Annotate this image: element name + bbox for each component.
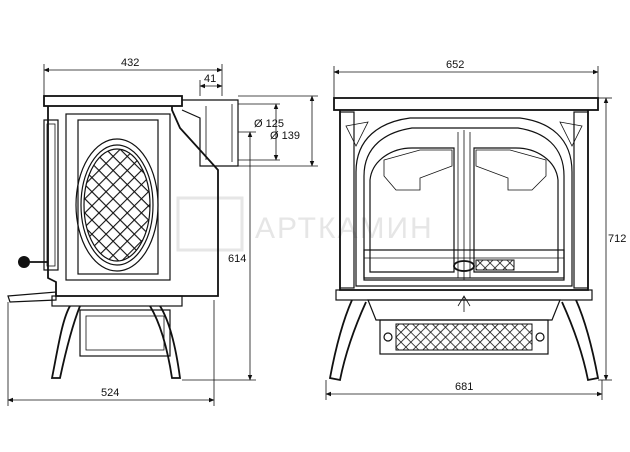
front-emblem-icon [457, 295, 471, 312]
door-handle-icon[interactable] [453, 260, 475, 272]
front-view: 652 712 681 [325, 59, 626, 400]
side-panel-frame [65, 113, 171, 281]
front-ash-knob-left [383, 332, 393, 342]
side-view: 432 41 Ø 125 Ø 139 614 524 [7, 57, 318, 406]
front-leg-left [328, 299, 367, 382]
side-door-edge-inner [46, 123, 56, 267]
front-top-plate [333, 97, 599, 111]
watermark: АРТКАМИН [176, 196, 434, 252]
dim-432-label: 432 [121, 57, 139, 69]
dim-652-label: 652 [446, 59, 464, 71]
side-oval-lattice [83, 148, 151, 262]
dim-139-label: Ø 139 [270, 130, 300, 142]
dim-125-label: Ø 125 [254, 118, 284, 130]
side-leg-rear [149, 305, 182, 379]
side-oval-ring [80, 144, 154, 266]
front-post-right [573, 111, 589, 289]
front-ornament-left [345, 121, 369, 147]
dim-712-label: 712 [608, 233, 626, 245]
front-ornament-right [559, 121, 583, 147]
side-door-edge [43, 119, 59, 271]
front-ash-knob-right [535, 332, 545, 342]
front-glass-deco-right [475, 149, 547, 191]
front-glass-left [369, 147, 455, 273]
side-leg-front [50, 305, 81, 379]
side-base-band [51, 295, 183, 307]
side-ash-box [79, 309, 171, 357]
front-ash-drawer-lattice [395, 323, 533, 351]
dim-681-label: 681 [455, 381, 473, 393]
front-door-arch-inner [363, 127, 565, 281]
front-post-left [339, 111, 355, 289]
watermark-logo [176, 196, 244, 252]
side-ash-box-inner [85, 315, 165, 351]
door-latch-knob [18, 256, 30, 268]
dim-41-label: 41 [204, 73, 216, 85]
side-ash-lip [7, 291, 57, 303]
side-top-plate [43, 95, 183, 107]
dim-524-label: 524 [101, 387, 119, 399]
front-ash-pan [367, 299, 561, 321]
side-oval-outer [75, 138, 159, 272]
front-glass-deco-left [383, 149, 453, 191]
front-leg-right [561, 299, 600, 382]
front-lower-strip [363, 249, 565, 279]
watermark-text: АРТКАМИН [255, 212, 434, 245]
side-flue-collar [181, 99, 239, 167]
front-ash-drawer [379, 319, 549, 355]
front-glass-right [473, 147, 559, 273]
door-handle-spring [475, 259, 515, 271]
dim-614-label: 614 [228, 253, 246, 265]
side-body-outline [47, 106, 219, 297]
front-door-arch-outer [355, 117, 573, 287]
